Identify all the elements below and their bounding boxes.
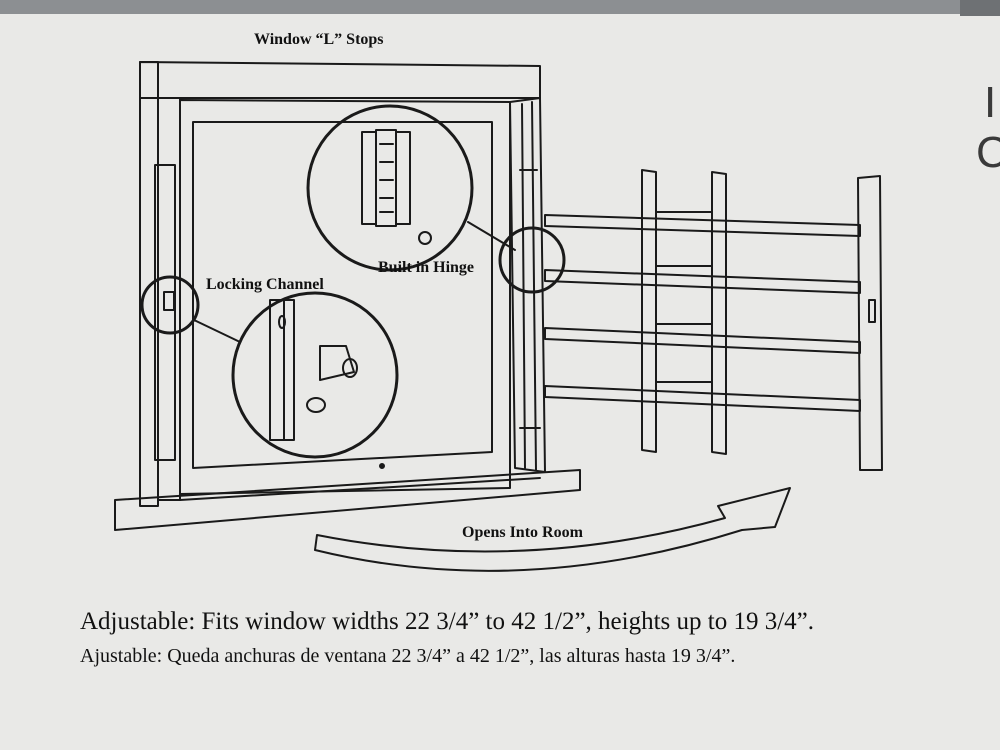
box-corner-shadow [960, 0, 1000, 16]
caption-english: Adjustable: Fits window widths 22 3/4” t… [80, 608, 814, 635]
window-frame [115, 62, 580, 530]
l-stops-label: Window “L” Stops [254, 31, 384, 48]
cropped-letter-2: C [976, 128, 1000, 177]
window-gate [545, 170, 882, 470]
built-in-hinge-label: Built in Hinge [378, 259, 475, 276]
box-top-edge [0, 0, 1000, 14]
opens-into-room-arrow [315, 488, 790, 571]
locking-channel-label: Locking Channel [206, 276, 324, 293]
locking-channel-detail [142, 277, 397, 457]
opens-into-room-label: Opens Into Room [462, 524, 583, 541]
hinge-detail [308, 106, 564, 292]
caption-spanish: Ajustable: Queda anchuras de ventana 22 … [80, 645, 736, 667]
cropped-letter-1: I [984, 78, 997, 127]
